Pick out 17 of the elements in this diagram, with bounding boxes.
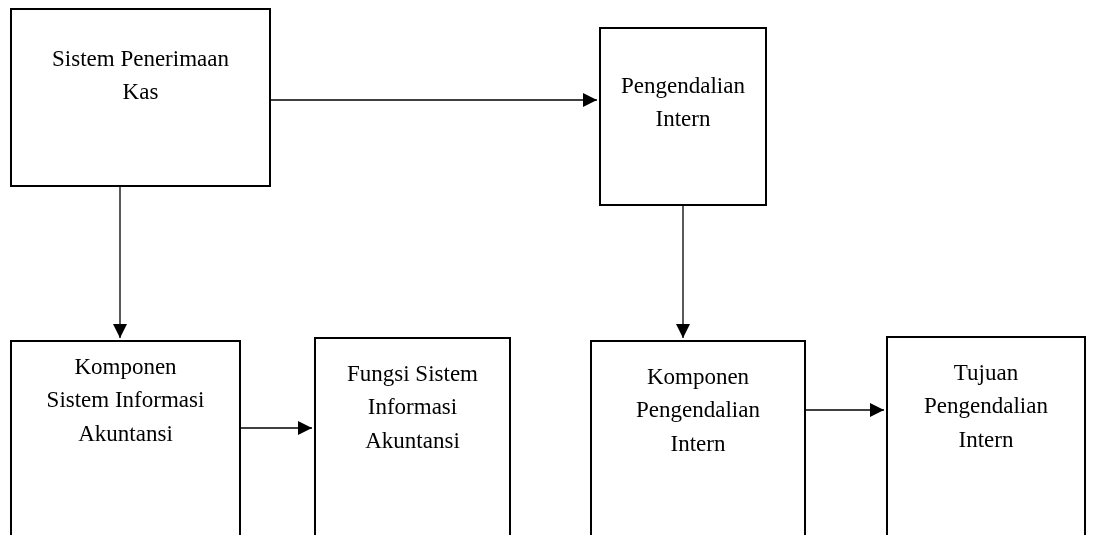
process-box [599, 27, 767, 206]
arrow [270, 93, 598, 107]
box-label: Komponen Sistem Informasi Akuntansi [45, 353, 206, 448]
process-box [10, 340, 241, 535]
arrow [805, 403, 885, 417]
process-box [314, 337, 511, 535]
box-label: Sistem Penerimaan Kas [51, 45, 230, 107]
process-box [886, 336, 1086, 535]
box-label: Pengendalian Intern [620, 72, 746, 134]
arrow [676, 205, 690, 339]
arrow [113, 186, 127, 339]
box-label: Tujuan Pengendalian Intern [923, 359, 1049, 454]
arrow [240, 421, 313, 435]
process-box [10, 8, 271, 187]
box-label: Komponen Pengendalian Intern [635, 363, 761, 458]
process-box [590, 340, 806, 535]
box-label: Fungsi Sistem Informasi Akuntansi [346, 360, 479, 455]
